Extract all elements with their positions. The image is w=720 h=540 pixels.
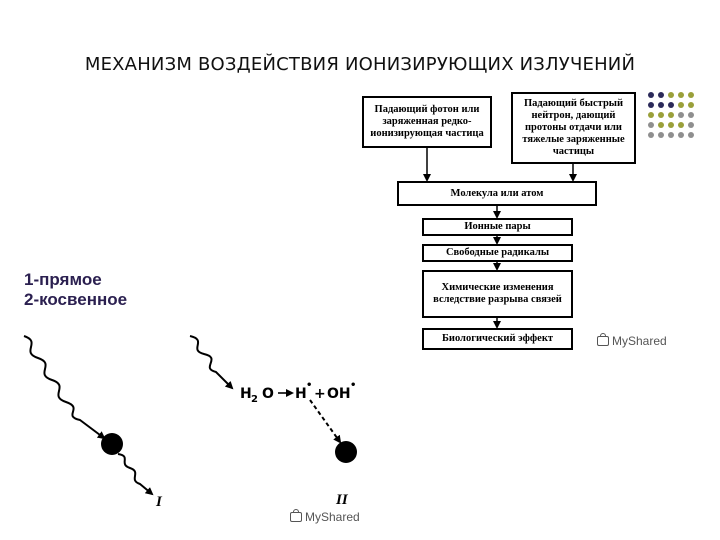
decor-dot bbox=[648, 102, 654, 108]
step-biological-effect-box: Биологический эффект bbox=[422, 328, 573, 350]
legend-direct: 1-прямое bbox=[24, 270, 102, 289]
watermark-text: MyShared bbox=[305, 510, 360, 524]
watermark-bottom: MyShared bbox=[290, 509, 360, 524]
eq-o: O bbox=[262, 386, 274, 402]
label-indirect-II: II bbox=[335, 492, 349, 508]
eq-h2-subscript: 2 bbox=[251, 394, 258, 405]
decor-dot bbox=[648, 122, 654, 128]
direct-incoming-ray bbox=[23, 335, 106, 440]
decor-dot bbox=[658, 102, 664, 108]
eq-oh: OH bbox=[327, 386, 351, 402]
direct-action-graphic bbox=[23, 335, 154, 496]
source-photon-box: Падающий фотон или заряженная редко-иони… bbox=[362, 96, 492, 148]
eq-plus: + bbox=[314, 386, 326, 402]
decor-dot bbox=[658, 92, 664, 98]
eq-h-radical: • bbox=[306, 380, 312, 391]
decor-dot bbox=[648, 92, 654, 98]
step-ion-pairs-box: Ионные пары bbox=[422, 218, 573, 236]
decor-dot bbox=[668, 122, 674, 128]
decor-dot bbox=[688, 122, 694, 128]
decor-dot bbox=[658, 122, 664, 128]
decor-dot bbox=[688, 112, 694, 118]
decor-dot bbox=[678, 102, 684, 108]
direct-target-molecule bbox=[101, 433, 123, 455]
myshared-logo-icon bbox=[597, 333, 609, 346]
step-chemical-changes-box: Химические изменения вследствие разрыва … bbox=[422, 270, 573, 318]
page-title: МЕХАНИЗМ ВОЗДЕЙСТВИЯ ИОНИЗИРУЮЩИХ ИЗЛУЧЕ… bbox=[84, 54, 636, 75]
decor-dot bbox=[688, 132, 694, 138]
indirect-action-graphic bbox=[189, 335, 357, 463]
decor-dot bbox=[658, 112, 664, 118]
eq-h2: H bbox=[240, 386, 252, 402]
indirect-incoming-ray bbox=[189, 335, 234, 390]
indirect-target-molecule bbox=[335, 441, 357, 463]
label-direct-I: I bbox=[155, 494, 163, 510]
eq-oh-radical: • bbox=[350, 380, 356, 391]
decor-dot bbox=[668, 102, 674, 108]
decor-dot bbox=[668, 112, 674, 118]
decor-dot bbox=[668, 92, 674, 98]
step-free-radicals-box: Свободные радикалы bbox=[422, 244, 573, 262]
decor-dot bbox=[648, 112, 654, 118]
decor-dot bbox=[648, 132, 654, 138]
decor-dot bbox=[678, 122, 684, 128]
decor-dot bbox=[688, 92, 694, 98]
decor-dot bbox=[688, 102, 694, 108]
decor-dot bbox=[678, 92, 684, 98]
decor-dot bbox=[658, 132, 664, 138]
legend: 1-прямое 2-косвенное bbox=[24, 270, 127, 310]
eq-h: H bbox=[295, 386, 307, 402]
decor-dot bbox=[678, 112, 684, 118]
direct-outgoing-ray bbox=[117, 453, 154, 496]
decor-dot bbox=[678, 132, 684, 138]
legend-indirect: 2-косвенное bbox=[24, 290, 128, 309]
radical-dashed-path bbox=[309, 399, 342, 444]
myshared-logo-icon bbox=[290, 509, 302, 522]
flow-connectors bbox=[423, 148, 577, 329]
watermark-text: MyShared bbox=[612, 334, 667, 348]
watermark-right: MyShared bbox=[597, 333, 667, 348]
step-molecule-box: Молекула или атом bbox=[397, 181, 597, 206]
decor-dot bbox=[668, 132, 674, 138]
source-neutron-box: Падающий быстрый нейтрон, дающий протоны… bbox=[511, 92, 636, 164]
